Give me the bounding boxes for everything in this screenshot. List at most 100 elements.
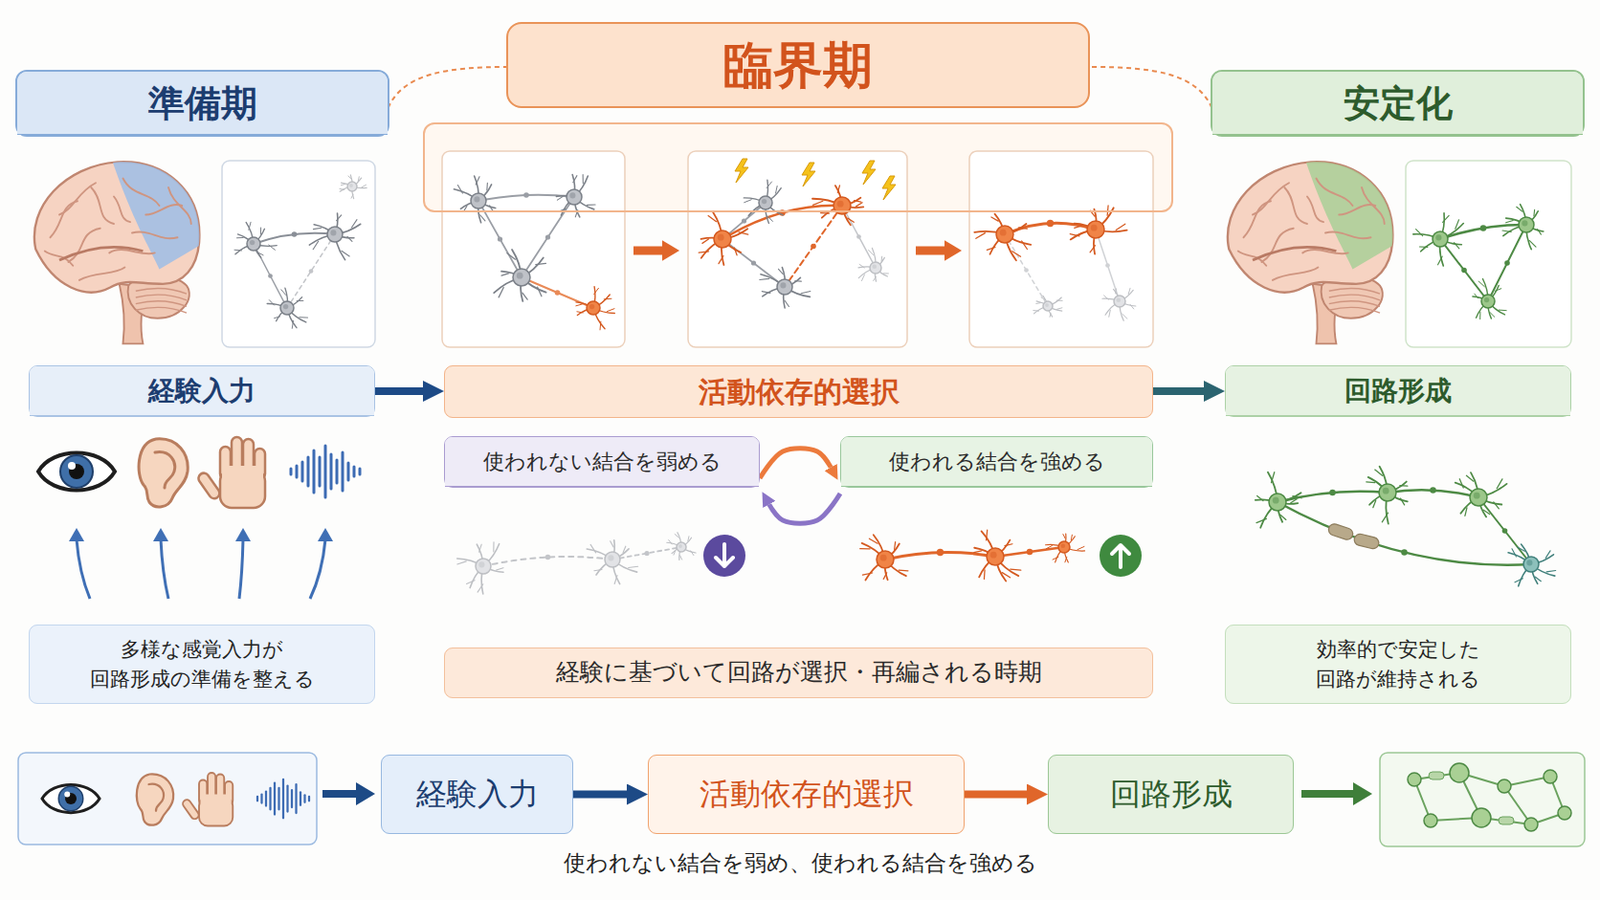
dendrite-branch (268, 300, 274, 306)
dendrite-branch (1052, 556, 1059, 560)
arrow-head (944, 240, 962, 262)
iris (58, 786, 84, 812)
synapse-dot (555, 289, 561, 296)
sound-bar (341, 452, 345, 491)
dendrite-branch (1516, 206, 1523, 212)
eye-icon (42, 784, 100, 813)
brain-fold (1238, 251, 1267, 267)
nucleus (761, 199, 767, 204)
sound-bar (265, 792, 267, 807)
soma (986, 548, 1004, 566)
glint (67, 462, 76, 470)
stage-panel: 準備期経験入力多様な感覚入力が 回路形成の準備を整える (15, 69, 390, 137)
synapse-link (1095, 229, 1120, 302)
dendrite-branch (1128, 288, 1131, 294)
dendrite-branch (698, 251, 709, 253)
dendrite-branch (1529, 241, 1536, 247)
synapse-link (1478, 497, 1532, 565)
neuron-figure (1502, 204, 1544, 250)
neuron-figure (1366, 466, 1408, 525)
dendrite-branch (351, 194, 354, 199)
dendrite-branch (1496, 479, 1503, 489)
neuron-figure (1413, 213, 1464, 267)
neuron-figure (453, 176, 495, 223)
dendrite-branch (1381, 512, 1388, 523)
dendrite-branch (883, 272, 889, 274)
thumb (196, 470, 222, 501)
dendrite-branch (236, 237, 244, 239)
dendrite-branch (1545, 551, 1551, 559)
dendrite-branch (795, 280, 802, 283)
dendrite-branch (577, 311, 583, 313)
glint (64, 792, 70, 799)
myelin (1327, 522, 1355, 541)
soma (347, 181, 357, 192)
brain-fold (145, 204, 182, 215)
synapse-dot (741, 218, 747, 223)
step-label: 活動依存的選択 (689, 772, 924, 817)
cerebellum-fold (1329, 294, 1380, 301)
dendrite-branch (680, 555, 683, 560)
arrow-shaft (915, 246, 945, 256)
sound-icon (290, 445, 360, 498)
dendrite-branch (1074, 225, 1083, 229)
sound-icon (257, 779, 310, 820)
neuron-figure (1033, 295, 1063, 317)
soma (1268, 493, 1287, 512)
dendrite-branch (587, 203, 597, 206)
nucleus (872, 265, 878, 270)
box-heading: 使われる結合を強める (841, 437, 1153, 488)
dendrite-branch (339, 188, 345, 190)
ear-inner (149, 784, 165, 812)
dendrite-branch (688, 536, 689, 542)
dendrite-branch (898, 570, 909, 573)
brain-fold (1272, 267, 1319, 281)
soma (246, 237, 261, 251)
box-fill (380, 755, 574, 835)
dendrite-branch (1114, 288, 1117, 294)
dendrite-branch (1502, 230, 1512, 232)
dendrite-branch (260, 227, 262, 235)
dendrite-branch (1533, 209, 1535, 217)
brain-region (110, 155, 209, 270)
image-frame (18, 753, 317, 845)
nucleus (473, 196, 480, 202)
nucleus (249, 240, 255, 245)
ear-outline (138, 439, 188, 508)
synapse-dot (1023, 267, 1029, 273)
arrow-shaft (1301, 790, 1354, 799)
dendrite-branch (668, 540, 672, 545)
hand-icon (180, 773, 233, 827)
eye-outline (38, 453, 115, 491)
synapse-dot (545, 234, 551, 240)
box-heading: 使われない結合を弱める (444, 437, 759, 488)
dendrite-branch (457, 184, 463, 194)
dendrite-branch (1466, 475, 1473, 482)
soma (713, 230, 732, 248)
sound-bar (290, 790, 293, 808)
image-frame (222, 160, 376, 348)
flow-arrow (375, 387, 423, 396)
soma (1481, 294, 1495, 309)
dendrite-branch (312, 241, 318, 249)
flow-arrow (964, 791, 1027, 800)
dendrite-branch (1089, 245, 1095, 253)
soma (604, 552, 621, 568)
dendrite-branch (1514, 578, 1523, 583)
box-fill (1224, 624, 1572, 705)
eye-icon (38, 453, 115, 491)
synapse-link (253, 244, 288, 309)
dendrite-branch (628, 566, 639, 568)
neuron-figure (812, 185, 864, 225)
synapse-dot (523, 192, 530, 199)
input-arrow (239, 539, 244, 600)
dendrite-branch (466, 580, 475, 585)
neuron-figure (759, 266, 811, 308)
input-arrow (160, 539, 169, 600)
neuron-figure (586, 540, 638, 585)
arrow-head (1353, 782, 1373, 806)
cerebellum-fold (135, 308, 187, 314)
dendrite-branch (1069, 234, 1080, 237)
brain-fold (1325, 232, 1372, 240)
brain-fold (132, 232, 178, 240)
